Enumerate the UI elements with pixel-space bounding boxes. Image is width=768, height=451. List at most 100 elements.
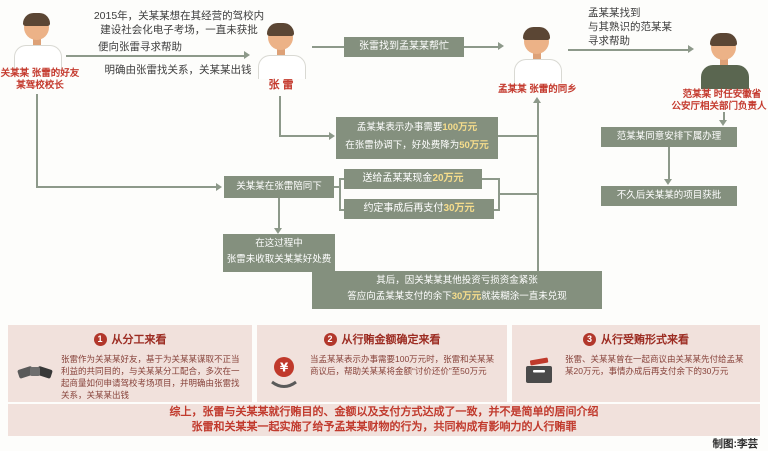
connector-line: [36, 94, 38, 188]
flow-box-zhang-finds-meng: 张雷找到孟某某帮忙: [344, 37, 464, 57]
avatar-hair: [710, 33, 737, 46]
credit-text: 制图:李芸: [712, 438, 759, 450]
fan-name-label: 范某某 时任安徽省: [682, 89, 762, 100]
meng-find-fan-line3: 寻求帮助: [588, 35, 630, 47]
connector-line: [723, 112, 725, 122]
amount-30w: 30万元: [443, 203, 475, 214]
amount-100w: 100万元: [442, 122, 478, 133]
amount-20w: 20万元: [432, 173, 464, 184]
panel-body-text: 张雷、关某某曾在一起商议由关某某先付给孟某某20万元，事情办成后再支付余下的30…: [565, 354, 744, 376]
zhang-person-icon: [254, 22, 308, 79]
intro-text-line1: 2015年，关某某想在其经营的驾校内: [93, 10, 265, 22]
meng-find-fan-line1: 孟某某找到: [588, 7, 641, 19]
unpaid-text: 就装糊涂一直未兑现: [481, 291, 567, 302]
arrow-down-icon: [719, 120, 727, 126]
zhang-name-label: 张 雷: [268, 79, 294, 91]
panel-number-badge: 1: [93, 332, 107, 346]
meng-person-icon: [510, 26, 564, 83]
panel-header: 3 从行受贿形式来看: [512, 331, 760, 347]
summary-line-2: 张雷和关某某一起实施了给予孟某某财物的行为，共同构成有影响力的人行贿罪: [191, 421, 577, 433]
connector-line: [498, 135, 538, 137]
no-fee-line1: 在这过程中: [255, 238, 303, 249]
fan-role-label: 公安厅相关部门负责人: [671, 101, 767, 112]
avatar-hair: [523, 27, 550, 40]
arrow-right-icon: [244, 51, 250, 59]
connector-line: [482, 178, 500, 180]
handshake-icon: [17, 353, 53, 389]
panel-title: 从行受贿形式来看: [601, 334, 689, 346]
seek-help-text: 便向张雷寻求帮助: [98, 41, 182, 53]
arrangement-text: 明确由张雷找关系，关某某出钱: [104, 64, 252, 76]
connector-line: [279, 135, 331, 137]
avatar-hair: [23, 13, 50, 26]
summary-line-1: 综上，张雷与关某某就行贿目的、金额以及支付方式达成了一致，并不是简单的居间介绍: [169, 406, 599, 418]
demand-line2: 在张雷协调下，好处费降为50万元: [336, 137, 498, 155]
connector-line: [537, 103, 539, 272]
flow-box-cash-20w: 送给孟某某现金20万元: [344, 169, 482, 189]
cashbox-icon: [521, 353, 557, 389]
panel-header: 1 从分工来看: [8, 331, 252, 347]
yuan-coin-icon: ¥: [266, 353, 302, 389]
connector-line: [279, 96, 281, 137]
demand-text: 在张雷协调下，好处费降为: [345, 140, 460, 151]
connector-line: [334, 186, 341, 188]
panel-number-badge: 2: [323, 332, 337, 346]
connector-line: [278, 198, 280, 230]
flow-box-no-fee: 在这过程中 张雷未收取关某某好处费: [223, 234, 335, 272]
avatar-torso: [14, 45, 62, 69]
connector-line: [500, 193, 538, 195]
flow-box-fan-agrees: 范某某同意安排下属办理: [601, 127, 737, 147]
meng-name-label: 孟某某 张雷的同乡: [498, 84, 577, 95]
flow-box-unpaid: 其后，因关某某其他投资亏损资金紧张 答应向孟某某支付的余下30万元就装糊涂一直未…: [312, 271, 602, 309]
avatar-neck: [277, 49, 285, 56]
panel-title: 从行贿金额确定来看: [341, 334, 441, 346]
connector-line: [341, 209, 345, 211]
arrow-right-icon: [216, 183, 222, 191]
panel-body-text: 张雷作为关某某好友，基于为关某某谋取不正当利益的共同目的，与关某某分工配合，多次…: [61, 354, 240, 400]
panel-bribe-form: 3 从行受贿形式来看 张雷、关某某曾在一起商议由关某某先付给孟某某20万元，事情…: [512, 325, 760, 402]
unpaid-line1: 其后，因关某某其他投资亏损资金紧张: [376, 275, 538, 286]
flow-box-accompany: 关某某在张雷陪同下: [224, 176, 334, 198]
connector-line: [498, 178, 500, 211]
amount-50w: 50万元: [459, 140, 489, 151]
connector-line: [339, 178, 341, 211]
panel-body-text: 当孟某某表示办事需要100万元时，张雷和关某某商议后，帮助关某某将金额“讨价还价…: [310, 354, 495, 376]
unpaid-text: 答应向孟某某支付的余下: [347, 291, 452, 302]
avatar-neck: [33, 39, 41, 46]
intro-text-line2: 建设社会化电子考场，一直未获批: [100, 24, 258, 36]
arrow-down-icon: [664, 179, 672, 185]
pay-text: 约定事成后再支付: [363, 203, 444, 214]
avatar-torso: [514, 59, 562, 83]
cash-text: 送给孟某某现金: [362, 173, 433, 184]
demand-text: 孟某某表示办事需要: [356, 122, 443, 133]
guan-name-label: 关某某 张雷的好友: [0, 68, 80, 79]
no-fee-line2: 张雷未收取关某某好处费: [226, 254, 332, 265]
panel-title: 从分工来看: [111, 334, 167, 346]
flow-box-project-approved: 不久后关某某的项目获批: [601, 186, 737, 206]
amount-30w: 30万元: [451, 291, 482, 302]
unpaid-line2: 答应向孟某某支付的余下30万元就装糊涂一直未兑现: [312, 289, 602, 305]
svg-text:¥: ¥: [280, 361, 289, 375]
flow-box-pay-30w: 约定事成后再支付30万元: [344, 199, 494, 219]
panel-bribe-amount: 2 从行贿金额确定来看 ¥ 当孟某某表示办事需要100万元时，张雷和关某某商议后…: [257, 325, 507, 402]
avatar-torso: [258, 55, 306, 79]
arrow-up-icon: [533, 97, 541, 103]
arrow-right-icon: [688, 45, 694, 53]
panel-body: ¥ 当孟某某表示办事需要100万元时，张雷和关某某商议后，帮助关某某将金额“讨价…: [257, 347, 507, 389]
fan-person-icon: [697, 32, 751, 89]
avatar-neck: [533, 53, 541, 60]
meng-find-fan-line2: 与其熟识的范某某: [588, 21, 672, 33]
arrow-right-icon: [498, 42, 504, 50]
demand-line1: 孟某某表示办事需要100万元: [336, 119, 498, 137]
connector-line: [494, 209, 500, 211]
conclusion-band: 综上，张雷与关某某就行贿目的、金额以及支付方式达成了一致，并不是简单的居间介绍 …: [8, 404, 760, 436]
connector-line: [668, 147, 670, 181]
connector-line: [568, 49, 690, 51]
arrow-down-icon: [274, 228, 282, 234]
panel-header: 2 从行贿金额确定来看: [257, 331, 507, 347]
avatar-torso: [701, 65, 749, 89]
avatar-hair: [267, 23, 294, 36]
connector-line: [36, 186, 218, 188]
arrow-right-icon: [329, 132, 335, 140]
panel-body: 张雷、关某某曾在一起商议由关某某先付给孟某某20万元，事情办成后再支付余下的30…: [512, 347, 760, 389]
